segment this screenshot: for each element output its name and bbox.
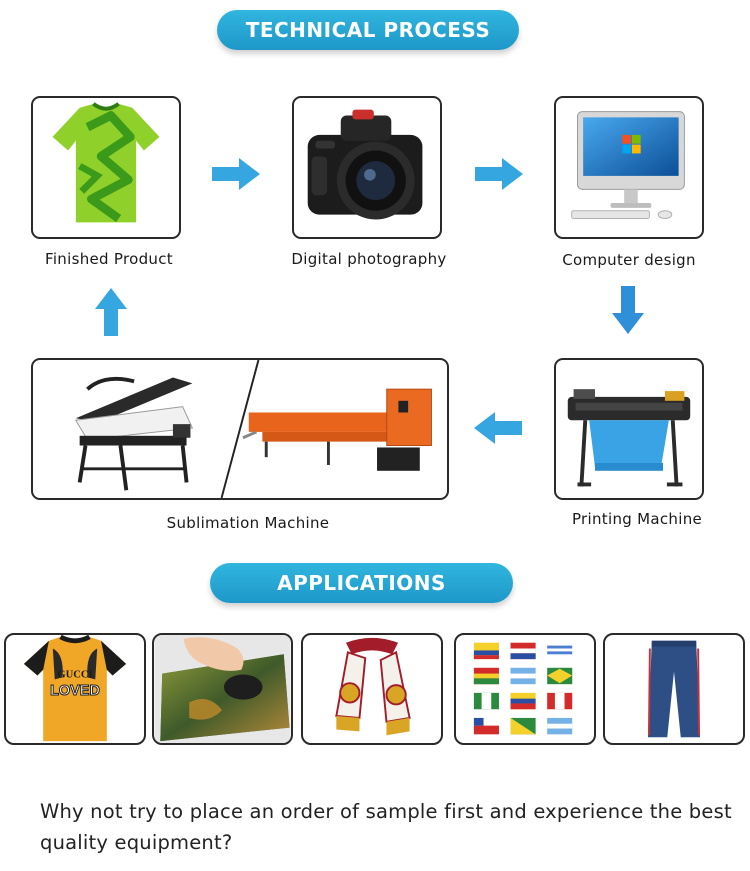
computer-design-label: Computer design <box>562 251 696 269</box>
digital-photography-card <box>292 96 442 239</box>
sublimation-machine-label: Sublimation Machine <box>166 514 330 532</box>
sublimation-machine-card <box>31 358 449 500</box>
shirt-slogan-text: LOVED <box>50 683 100 699</box>
application-trousers <box>603 633 745 745</box>
application-scarf <box>301 633 443 745</box>
mousepad-image <box>154 635 291 743</box>
printer-image <box>567 389 691 487</box>
shirt-logo-text: GUCCI <box>57 669 92 680</box>
technical-process-title: TECHNICAL PROCESS <box>217 10 519 50</box>
heat-press-machines-image <box>74 360 432 498</box>
sample-order-message: Why not try to place an order of sample … <box>40 800 732 854</box>
finished-product-card <box>31 96 181 239</box>
finished-product-label: Finished Product <box>45 250 173 268</box>
arrow-down-icon <box>612 286 644 334</box>
computer-design-card <box>554 96 704 239</box>
application-tshirt: GUCCI LOVED <box>4 633 146 745</box>
computer-image <box>571 111 685 220</box>
arrow-right-icon <box>475 158 523 190</box>
arrow-up-icon <box>95 288 127 336</box>
flags-image <box>473 642 573 735</box>
printing-machine-card <box>554 358 704 500</box>
scarf-image <box>335 637 411 736</box>
tshirt-image: GUCCI LOVED <box>23 635 127 742</box>
printing-machine-label: Printing Machine <box>571 510 703 528</box>
application-flags <box>454 633 596 745</box>
green-shirt-image <box>52 102 160 223</box>
application-mousepad <box>152 633 293 745</box>
arrow-right-icon <box>212 158 260 190</box>
camera-image <box>307 109 423 220</box>
digital-photography-label: Digital photography <box>291 250 447 268</box>
arrow-left-icon <box>474 412 522 444</box>
applications-title: APPLICATIONS <box>210 563 513 603</box>
trousers-image <box>647 640 701 738</box>
